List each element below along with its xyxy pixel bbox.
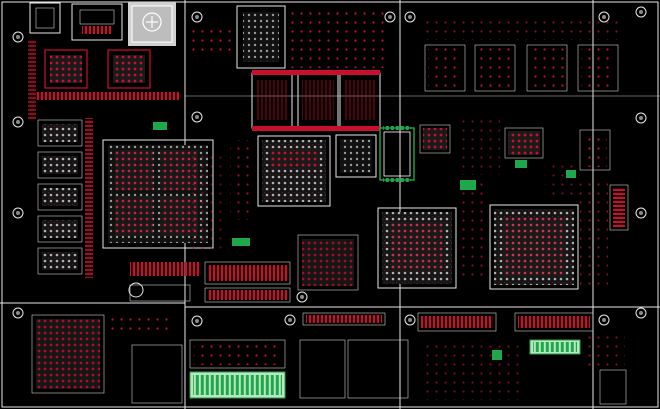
mounting-hole [635, 6, 647, 18]
via-field-scatter [192, 120, 625, 400]
mounting-hole [284, 314, 296, 326]
mounting-holes [12, 6, 647, 327]
mounting-hole [191, 315, 203, 327]
bga-small-center[interactable] [335, 134, 377, 178]
power-connector[interactable] [128, 2, 176, 46]
bga-center[interactable] [257, 135, 331, 207]
mounting-hole [191, 11, 203, 23]
selected-component-green[interactable] [379, 126, 415, 182]
connector-row-top-right[interactable] [420, 18, 620, 92]
mounting-hole [635, 207, 647, 219]
mounting-hole [598, 314, 610, 326]
mounting-hole [635, 307, 647, 319]
mounting-hole [12, 31, 24, 43]
bga-small-right[interactable] [419, 124, 611, 171]
mounting-hole [12, 116, 24, 128]
connector-bottom-center[interactable] [299, 312, 409, 399]
passive-row-center [128, 262, 200, 302]
memory-chip-top[interactable] [236, 5, 286, 69]
bga-bottom-left[interactable] [31, 314, 170, 394]
power-connector-plus-icon [142, 12, 162, 32]
bga-main-left[interactable] [102, 139, 214, 249]
mounting-hole [12, 207, 24, 219]
bga-main-center[interactable] [377, 207, 457, 289]
electrolytic-capacitor [128, 282, 144, 298]
connector-right-edge[interactable] [599, 184, 629, 405]
dark-region-bottom [131, 344, 183, 404]
connector-bottom-left[interactable] [189, 339, 286, 399]
rj-connector[interactable] [71, 3, 123, 41]
smd-field-top-center [188, 8, 390, 68]
left-module-stack [37, 118, 93, 278]
connector-bottom-right[interactable] [417, 312, 594, 355]
mounting-hole [12, 307, 24, 319]
mounting-hole [191, 111, 203, 123]
test-points [153, 122, 576, 360]
mounting-hole [404, 314, 416, 326]
mounting-hole [404, 11, 416, 23]
bga-main-right[interactable] [489, 204, 579, 290]
connector-block-center[interactable] [204, 234, 359, 303]
mounting-hole [296, 291, 308, 303]
ddr-bank[interactable] [251, 70, 381, 131]
top-left-header[interactable] [29, 2, 61, 34]
smd-cluster-top-left [28, 40, 180, 120]
mounting-hole [635, 112, 647, 124]
